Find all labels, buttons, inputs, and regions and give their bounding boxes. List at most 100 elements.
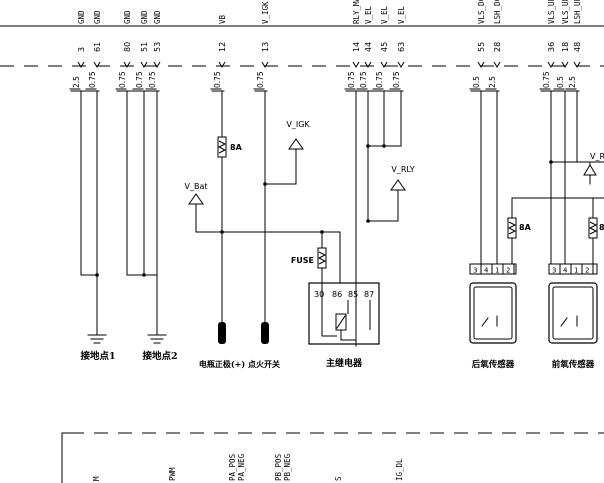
sensor-element [481,317,489,327]
wire-gauge-label: 0.5 [556,76,565,88]
sensor-element [560,317,568,327]
pin-number-label: 45 [380,42,389,52]
fuse-zigzag [588,221,598,235]
net-arrow-vr [583,164,597,176]
wire-gauge-label: 0.75 [359,71,368,88]
pin-number-label: 18 [561,42,570,52]
front-sensor-pin: 1 [574,267,578,275]
pin-signal-label: LSH_UP [573,0,582,24]
wire-gauge-label: 0.75 [256,71,265,88]
bottom-pin-signal-label: PA_POS [228,453,237,481]
net-arrow-vrly [390,179,406,191]
pin-signal-label: V_EL [380,5,389,24]
pin-number-label: 80 [123,42,132,52]
junction-dot [320,230,324,234]
wire-gauge-label: 0.75 [88,71,97,88]
pin-signal-label: GND [153,10,162,24]
pin-number-label: 53 [153,42,162,52]
connector-pin-arrow [493,61,501,68]
wire-gauge-label: 0.75 [135,71,144,88]
wire-gauge-label: 0.75 [118,71,127,88]
fuse-zigzag [217,140,227,154]
pin-signal-label: GND [140,10,149,24]
connector-pin-arrow [218,61,226,68]
net-label-vrly: V_RLY [391,165,414,174]
pin-signal-label: VLS_UP [547,0,556,24]
pin-signal-label: RLY_MA [352,0,361,24]
front-sensor-connector [548,263,598,275]
bottom-pin-signal-label: PA_NEG [237,453,246,481]
battery-terminal [218,322,226,344]
net-arrow-vigk [288,138,304,150]
rear-fuse-label: 8A [519,223,532,232]
battery-label: 电瓶正极(+) [199,359,245,369]
junction-dot [366,144,370,148]
connector-pin-arrow [477,61,485,68]
wire-gauge-label: 0.5 [472,76,481,88]
pin-number-label: 13 [261,42,270,52]
front-fuse-label: 8A [599,223,604,232]
pin-number-label: 14 [352,42,361,52]
junction-dot [382,144,386,148]
wire-gauge-label: 0.75 [347,71,356,88]
net-label-vr: V_R [590,152,604,161]
connector-pin-arrow [397,61,405,68]
pin-signal-label: V_EL [364,5,373,24]
fuse-zigzag [507,221,517,235]
wire-gauge-label: 0.75 [392,71,401,88]
front-sensor-pin: 3 [552,267,556,275]
pin-signal-label: GND [123,10,132,24]
junction-dot [549,160,553,164]
connector-pin-arrow [93,61,101,68]
pin-number-label: 28 [493,42,502,52]
pin-signal-label: VLS_DC [477,0,486,24]
connector-pin-arrow [140,61,148,68]
pin-number-label: 48 [573,42,582,52]
main-relay-box [308,282,380,345]
pin-number-label: 12 [218,42,227,52]
pin-number-label: 55 [477,42,486,52]
net-label-vbat: V_Bat [185,182,208,191]
relay-pin-label: 85 [348,290,358,299]
wire-gauge-label: 0.75 [542,71,551,88]
relay-switch-line [321,283,337,337]
front-sensor-body [548,282,598,344]
front-sensor-inner [552,286,594,340]
main-relay-label: 主继电器 [326,357,363,369]
relay-pin-label: 87 [364,290,374,299]
relay-pin-label: 30 [314,290,324,299]
bottom-pin-signal-label: S [334,476,343,481]
ignition-terminal [261,322,269,344]
pin-signal-label: V_IGK [261,1,270,24]
pin-number-label: 44 [364,42,373,52]
relay-coil-diagonal [336,315,346,329]
bottom-pin-signal-label: PWM [168,467,177,481]
pin-signal-label: GND [93,10,102,24]
bottom-pin-signal-label: PB_NEG [283,453,292,481]
pin-number-label: 51 [140,42,149,52]
junction-dot [366,219,370,223]
connector-pin-arrow [561,61,569,68]
wire-gauge-label: 2.5 [568,76,577,88]
connector-pin-arrow [261,61,269,68]
ground1-label: 接地点1 [80,350,115,362]
connector-pin-arrow [573,61,581,68]
pin-signal-label: V_EL [397,5,406,24]
rear-sensor-pin: 2 [506,267,510,275]
ignition-label: 点火开关 [248,359,280,369]
fuse-rating-label: 8A [230,143,243,152]
rear-sensor-pin: 3 [473,267,477,275]
rear-o2-label: 后氧传感器 [472,359,515,370]
front-sensor-pin: 2 [585,267,589,275]
pin-signal-label: VB [218,14,227,24]
connector-pin-arrow [364,61,372,68]
connector-pin-arrow [352,61,360,68]
rear-sensor-connector [469,263,517,275]
bottom-pin-signal-label: PB_POS [274,453,283,481]
connector-pin-arrow [77,61,85,68]
connector-pin-arrow [123,61,131,68]
pin-number-label: 36 [547,42,556,52]
rear-sensor-inner [473,286,513,340]
pin-signal-label: LSH_DC [493,0,502,24]
pin-number-label: 63 [397,42,406,52]
